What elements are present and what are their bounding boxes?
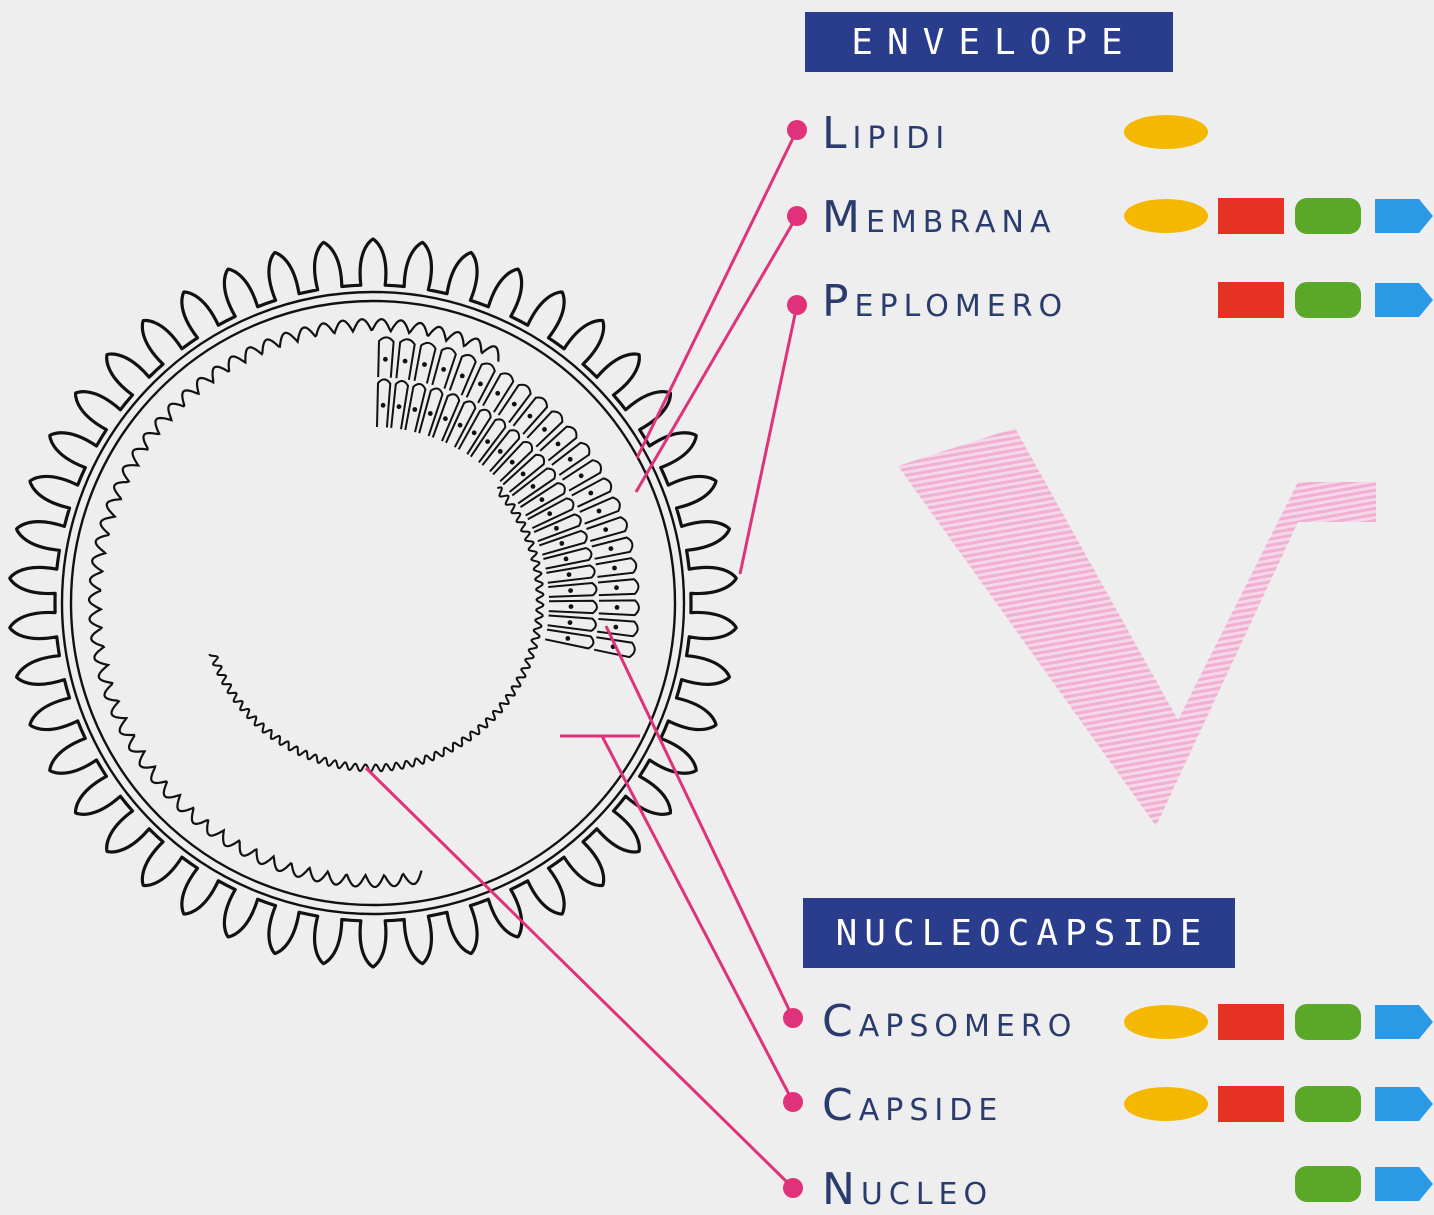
marker-nucleo-green bbox=[1295, 1166, 1361, 1202]
capsomere-dot bbox=[559, 541, 564, 546]
capsomere-dot bbox=[567, 572, 572, 577]
marker-peplomero-red bbox=[1218, 282, 1284, 318]
leader-line-capside-a bbox=[602, 736, 793, 1102]
marker-capside-yellow bbox=[1124, 1087, 1208, 1121]
marker-nucleo-blue bbox=[1375, 1167, 1433, 1201]
capsomere-dot bbox=[603, 527, 608, 532]
capsomere-dot bbox=[512, 402, 517, 407]
capsomere-dot bbox=[568, 457, 573, 462]
marker-peplomero-blue bbox=[1375, 283, 1433, 317]
capsomere-dot bbox=[569, 604, 574, 609]
capsomere-dot bbox=[547, 511, 552, 516]
capsomere-dot bbox=[422, 362, 427, 367]
label-nucleo: NUCLEO bbox=[822, 1168, 993, 1212]
capsomere-dot bbox=[612, 566, 617, 571]
label-capsomero: CAPSOMERO bbox=[822, 1000, 1077, 1044]
peplomer-spikes bbox=[10, 239, 736, 967]
leader-dot-peplomero bbox=[787, 295, 807, 315]
leader-line-peplomero bbox=[740, 305, 797, 574]
capsid-layer bbox=[89, 319, 498, 887]
capsomere-dot bbox=[554, 526, 559, 531]
capsomere-dot bbox=[609, 546, 614, 551]
marker-capsomero-green bbox=[1295, 1004, 1361, 1040]
capsomere-dot bbox=[510, 460, 515, 465]
envelope-membrane-outer bbox=[62, 292, 684, 914]
leader-dot-membrana bbox=[787, 206, 807, 226]
marker-capsomero-yellow bbox=[1124, 1005, 1208, 1039]
capsomere-dot bbox=[441, 367, 446, 372]
capsomere-dot bbox=[397, 404, 402, 409]
capsomere-dot bbox=[568, 620, 573, 625]
capsomere-dot bbox=[383, 357, 388, 362]
capsomere-dot bbox=[472, 430, 477, 435]
capsomere-dot bbox=[614, 585, 619, 590]
capsomere-dot bbox=[564, 557, 569, 562]
capsomere-dot bbox=[498, 449, 503, 454]
section-title-nucleocapside: NUCLEOCAPSIDE bbox=[803, 898, 1235, 968]
capsomere-dot bbox=[615, 605, 620, 610]
marker-peplomero-green bbox=[1295, 282, 1361, 318]
leader-dots bbox=[783, 120, 807, 1198]
section-title-envelope: ENVELOPE bbox=[805, 12, 1173, 72]
capsomere-dot bbox=[531, 484, 536, 489]
capsomere-dot bbox=[403, 359, 408, 364]
label-membrana: MEMBRANA bbox=[822, 196, 1057, 240]
capsomere-dot bbox=[381, 403, 386, 408]
marker-rows bbox=[1124, 115, 1433, 1202]
capsomere-dot bbox=[428, 411, 433, 416]
capsomere-dot bbox=[568, 588, 573, 593]
capsomere-dot bbox=[579, 473, 584, 478]
virus-particle bbox=[10, 239, 736, 967]
capsomere-dot bbox=[556, 442, 561, 447]
envelope-membrane-inner bbox=[71, 301, 675, 905]
marker-lipidi-yellow bbox=[1124, 115, 1208, 149]
nucleus-core bbox=[209, 487, 543, 771]
marker-capsomero-blue bbox=[1375, 1005, 1433, 1039]
label-lipidi: LIPIDI bbox=[822, 112, 950, 156]
marker-capside-green bbox=[1295, 1086, 1361, 1122]
marker-membrana-yellow bbox=[1124, 199, 1208, 233]
marker-capside-blue bbox=[1375, 1087, 1433, 1121]
label-peplomero: PEPLOMERO bbox=[822, 280, 1068, 324]
leader-line-lipidi bbox=[637, 130, 797, 458]
capsomere-dot bbox=[458, 423, 463, 428]
label-capside: CAPSIDE bbox=[822, 1084, 1003, 1128]
capsomere-dot bbox=[521, 472, 526, 477]
leader-dot-nucleo bbox=[783, 1178, 803, 1198]
marker-membrana-red bbox=[1218, 198, 1284, 234]
watermark-v bbox=[898, 428, 1376, 826]
marker-capside-red bbox=[1218, 1086, 1284, 1122]
capsomere-dot bbox=[495, 391, 500, 396]
capsomere-dot bbox=[478, 382, 483, 387]
capsomere-dot bbox=[613, 625, 618, 630]
capsomere-dot bbox=[565, 636, 570, 641]
capsomere-dot bbox=[412, 407, 417, 412]
leader-dot-capside bbox=[783, 1092, 803, 1112]
capsomere-dot bbox=[588, 491, 593, 496]
marker-capsomero-red bbox=[1218, 1004, 1284, 1040]
marker-membrana-green bbox=[1295, 198, 1361, 234]
capsomere-dot bbox=[597, 509, 602, 514]
leader-dot-lipidi bbox=[787, 120, 807, 140]
capsomere-dot bbox=[460, 374, 465, 379]
capsomere-dot bbox=[540, 497, 545, 502]
capsomere-dot bbox=[542, 427, 547, 432]
leader-line-membrana bbox=[636, 216, 797, 492]
leader-dot-capsomero bbox=[783, 1008, 803, 1028]
capsomere-dot bbox=[443, 416, 448, 421]
marker-membrana-blue bbox=[1375, 199, 1433, 233]
capsomere-dot bbox=[528, 414, 533, 419]
capsomere-dot bbox=[485, 439, 490, 444]
